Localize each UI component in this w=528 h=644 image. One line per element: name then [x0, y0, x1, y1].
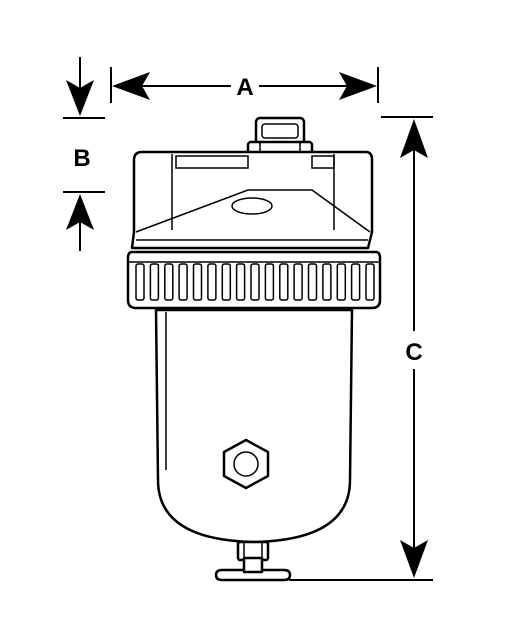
bowl-hex-port [222, 438, 270, 490]
dimension-a-label: A [236, 74, 253, 101]
collar-rib [149, 263, 160, 301]
filter-unit [126, 116, 382, 582]
dimension-b-arrowhead-top [66, 80, 94, 116]
collar-rib [221, 263, 232, 301]
dimension-b-arrowhead-bottom [66, 194, 94, 230]
collar-rib [164, 263, 174, 301]
dimension-c-arrowhead-bottom [400, 540, 428, 578]
collar-rib [178, 263, 188, 301]
dimension-c-label: C [405, 339, 422, 366]
dimension-a: A [110, 67, 379, 103]
collar-rib [250, 263, 260, 301]
dimension-a-arrowhead-left [112, 72, 150, 100]
collar-rib [307, 263, 318, 301]
collar-rib [192, 263, 203, 301]
collar-rib [322, 263, 332, 301]
dimension-b-label: B [73, 145, 90, 172]
bowl-collar-ring [126, 250, 382, 310]
collar-rib [336, 263, 347, 301]
filter-head [130, 150, 374, 250]
collar-rib [264, 263, 275, 301]
dimension-c: C [289, 116, 433, 581]
dimension-b: B [63, 57, 105, 251]
collar-rib [365, 263, 375, 301]
filter-bowl [154, 308, 354, 544]
collar-rib [350, 263, 361, 301]
dimension-c-arrowhead-top [400, 119, 428, 158]
collar-rib [135, 263, 145, 301]
collar-ribs [135, 263, 375, 301]
collar-rib [279, 263, 289, 301]
drain-valve [214, 540, 292, 582]
collar-rib [293, 263, 303, 301]
dimension-a-arrowhead-right [339, 72, 377, 100]
collar-rib [235, 263, 246, 301]
collar-rib [207, 263, 217, 301]
